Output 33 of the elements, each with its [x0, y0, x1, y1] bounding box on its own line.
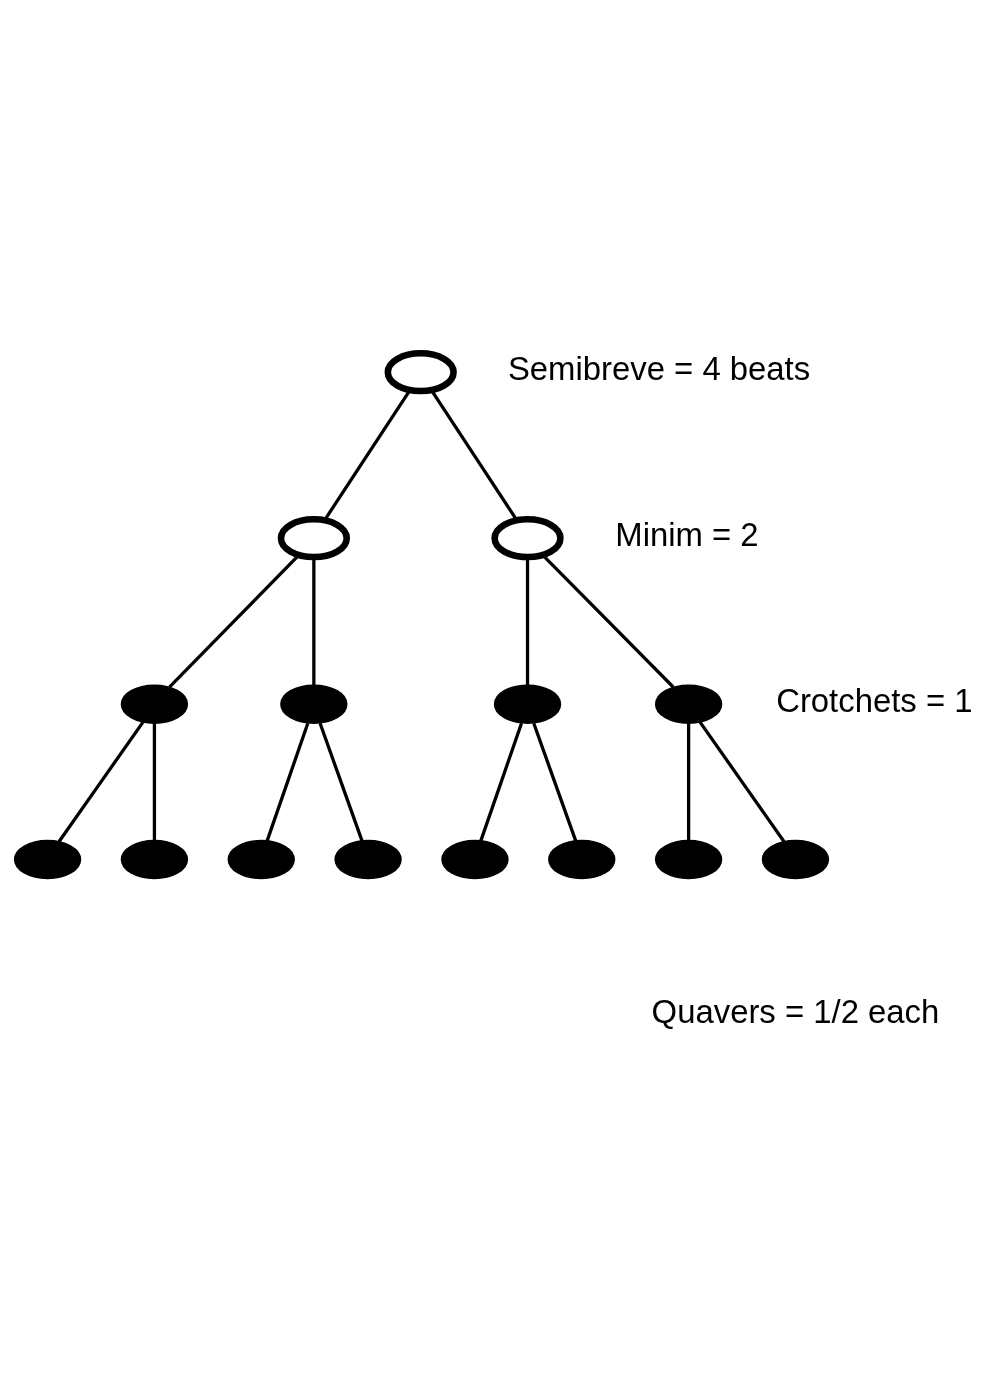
node-ellipse	[120, 684, 189, 724]
connector	[532, 722, 578, 842]
label: Minim = 2	[615, 516, 759, 554]
label: Semibreve = 4 beats	[507, 350, 811, 388]
connector	[152, 723, 157, 841]
node-ellipse	[120, 839, 189, 880]
connector	[698, 721, 786, 843]
node-ellipse	[227, 839, 295, 880]
node-ellipse	[441, 839, 509, 880]
node-ellipse	[384, 349, 457, 395]
connector	[323, 389, 412, 521]
connector	[430, 389, 519, 521]
node-ellipse	[654, 839, 723, 880]
connector	[168, 554, 300, 689]
connector	[318, 722, 364, 842]
node-ellipse	[491, 516, 564, 561]
node-ellipse	[334, 839, 402, 880]
connector	[57, 721, 145, 843]
connector	[265, 722, 310, 842]
node-ellipse	[548, 839, 616, 880]
connector	[686, 723, 691, 841]
connector	[479, 722, 524, 842]
node-ellipse	[654, 684, 723, 724]
connector	[541, 554, 675, 689]
node-ellipse	[13, 839, 82, 880]
node-ellipse	[280, 684, 348, 724]
label: Quavers = 1/2 each	[651, 993, 940, 1031]
connector	[525, 557, 530, 686]
node-ellipse	[761, 839, 830, 880]
connector	[312, 557, 316, 686]
node-ellipse	[277, 516, 350, 561]
label: Crotchets = 1	[776, 682, 973, 720]
node-ellipse	[493, 684, 562, 724]
